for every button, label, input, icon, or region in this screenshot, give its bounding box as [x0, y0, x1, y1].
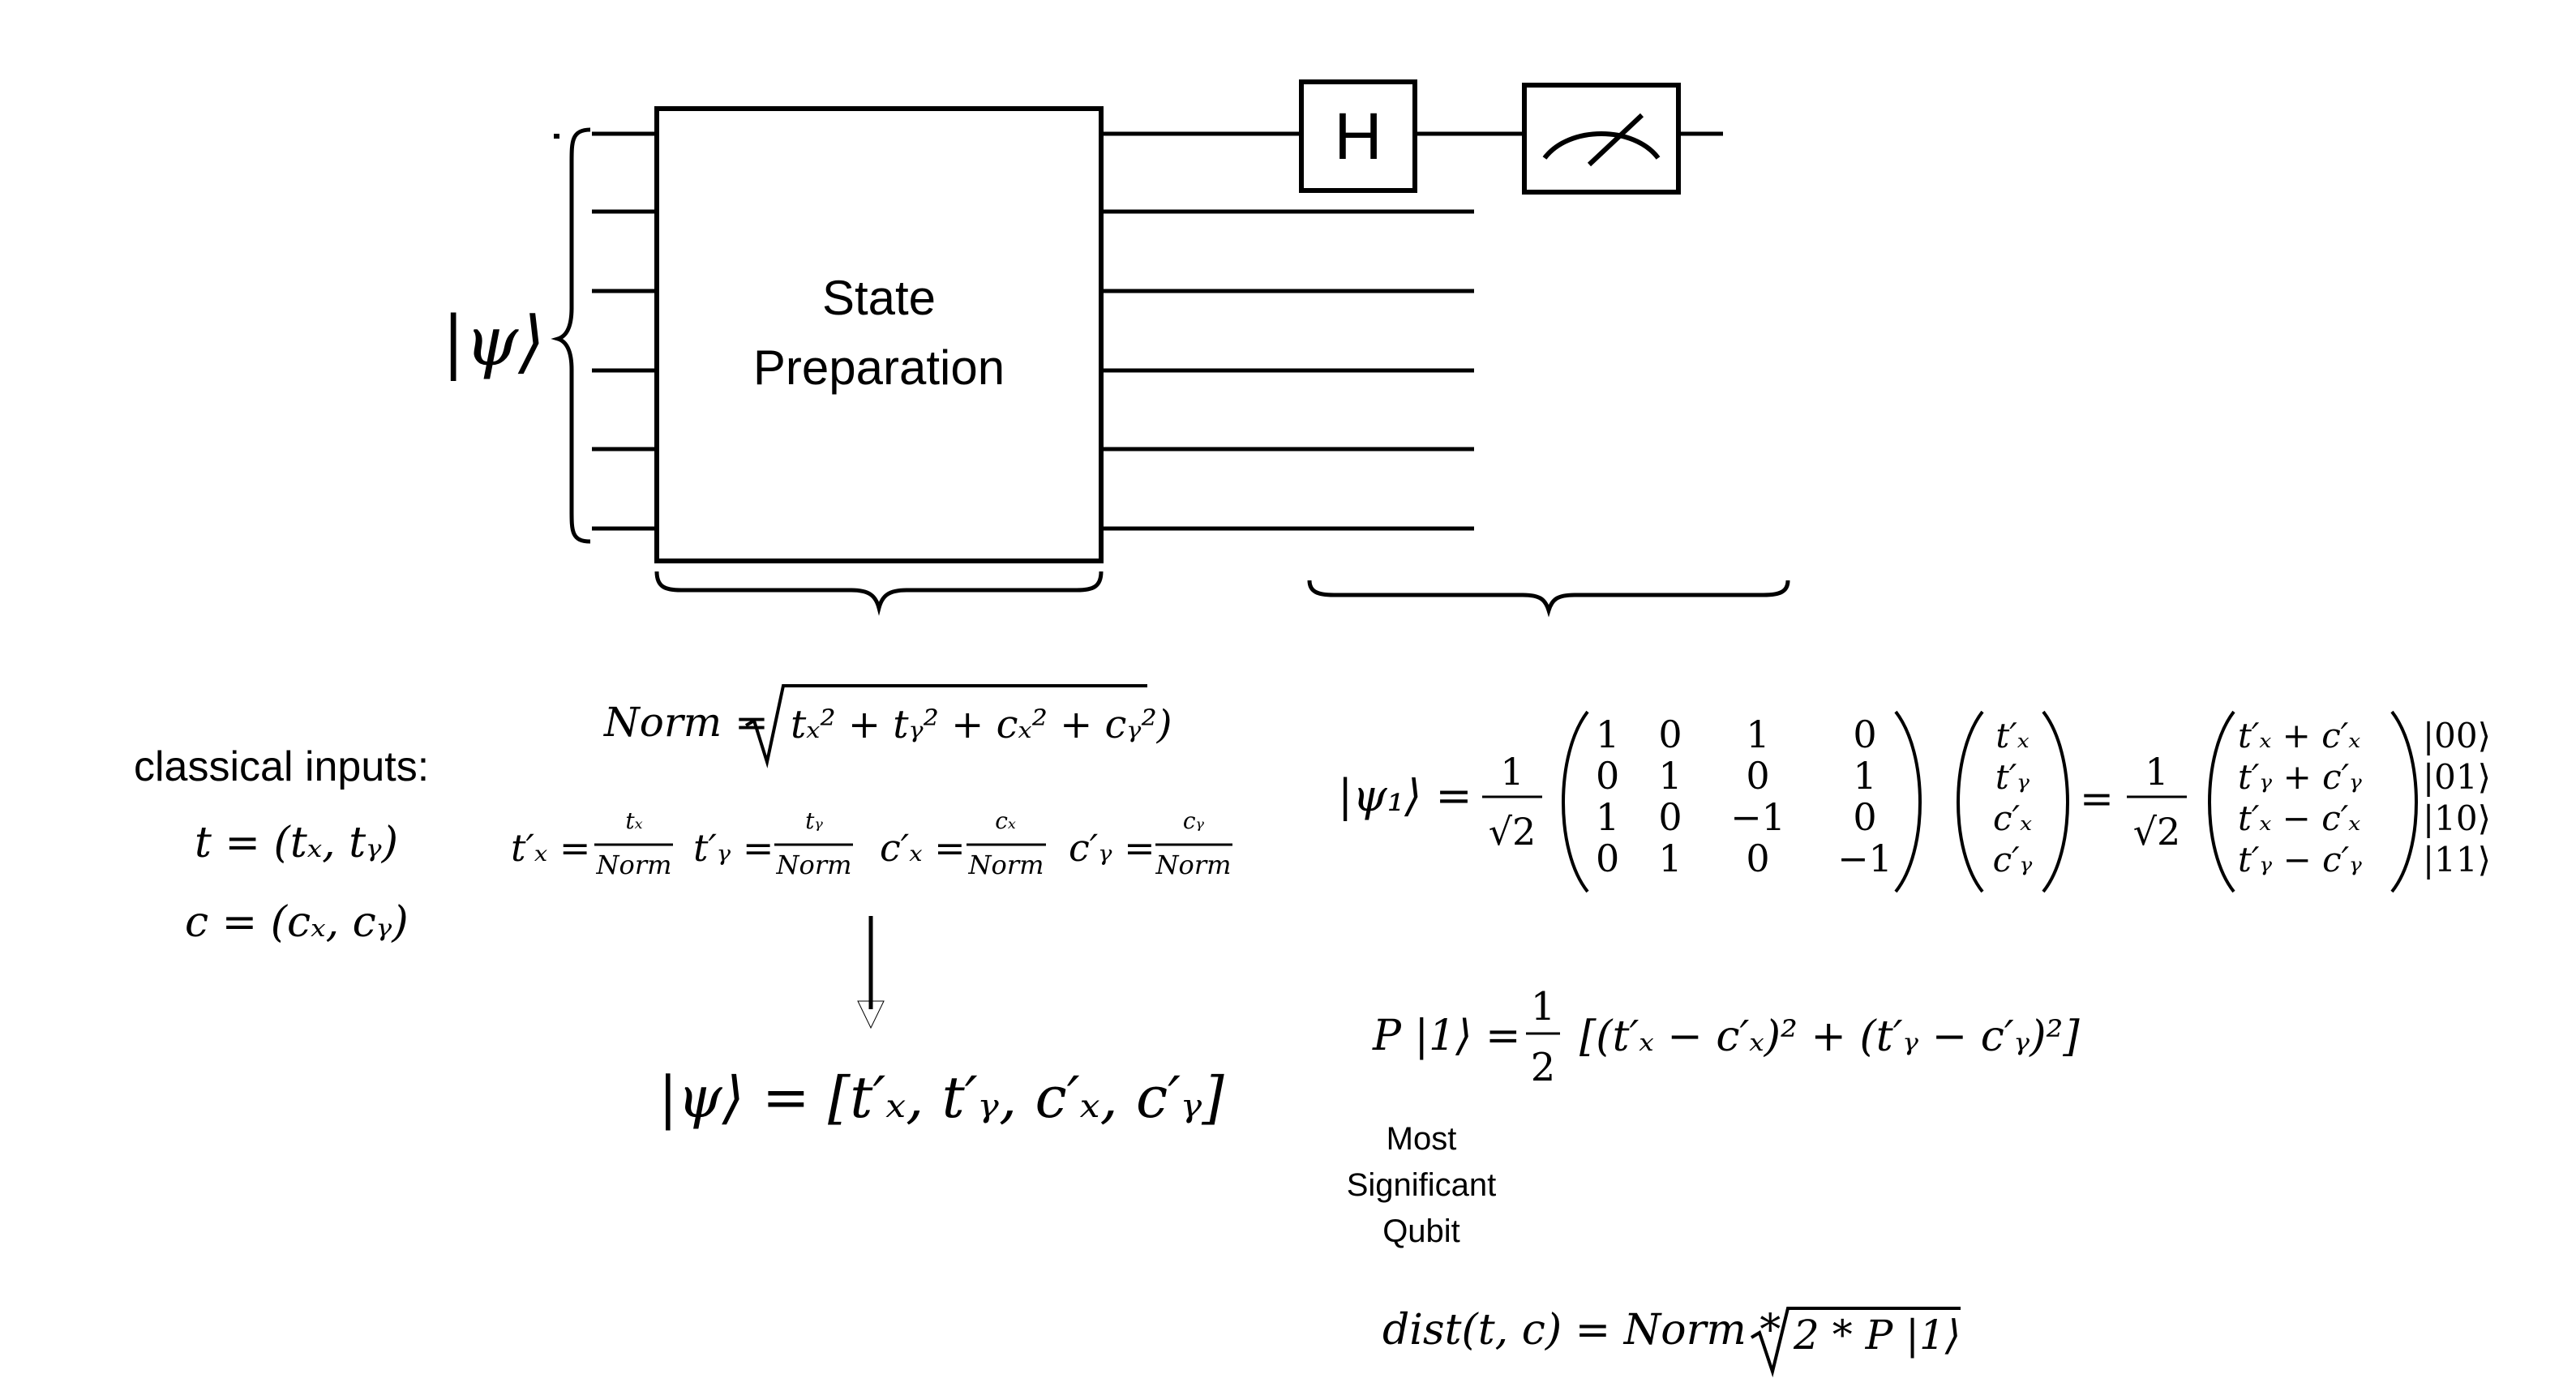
result-entry-0: t′ₓ + c′ₓ	[2238, 716, 2360, 755]
state-preparation-box	[654, 106, 1104, 563]
norm-radicand: tₓ² + tᵧ² + cₓ² + cᵧ²)	[791, 702, 1172, 747]
msq-line-1: Most	[1387, 1121, 1457, 1157]
state-ket-label: |ψ⟩	[442, 302, 545, 381]
distance-formula: dist(t, c) = Norm * 2 * P |1⟩	[1382, 1306, 1961, 1378]
matrix-cell-3-2: 0	[1746, 837, 1769, 880]
matrix-cell-2-1: 0	[1658, 795, 1682, 839]
state-preparation-label-2: Preparation	[753, 340, 1005, 395]
probability-equation: P |1⟩ = 1 2 [(t′ₓ − c′ₓ)² + (t′ᵧ − c′ᵧ)²…	[1372, 984, 2080, 1090]
matrix-cell-1-0: 0	[1596, 754, 1619, 798]
state-vector: t′ₓt′ᵧc′ₓc′ᵧ	[1993, 716, 2033, 880]
cy-numerator: cᵧ	[1183, 807, 1205, 834]
ty-denominator: Norm	[776, 850, 852, 880]
classical-inputs-heading: classical inputs:	[134, 743, 429, 790]
result-right-paren	[2390, 710, 2418, 893]
basis-ket-1: |01⟩	[2423, 757, 2491, 797]
cx-numerator: cₓ	[995, 807, 1016, 834]
norm-lhs: Norm =	[603, 699, 769, 746]
dist-lhs: dist(t, c) = Norm *	[1382, 1306, 1781, 1355]
prob-half-denominator: 2	[1531, 1045, 1556, 1090]
psi1-equals: =	[2080, 775, 2114, 822]
result-scale-numerator: 1	[2145, 750, 2168, 794]
hadamard-gate	[1299, 79, 1417, 193]
result-entry-3: t′ᵧ − c′ᵧ	[2238, 840, 2362, 880]
ty-numerator: tᵧ	[805, 807, 823, 834]
matrix-left-paren	[1562, 710, 1589, 893]
vector-entry-0: t′ₓ	[1995, 716, 2029, 755]
psi-vector-equation: |ψ⟩ = [t′ₓ, t′ᵧ, c′ₓ, c′ᵧ]	[658, 1064, 1224, 1131]
result-entry-1: t′ᵧ + c′ᵧ	[2238, 757, 2362, 797]
matrix-cell-1-3: 1	[1853, 754, 1876, 798]
matrix-cell-2-0: 1	[1596, 795, 1619, 839]
measurement-gate	[1522, 83, 1681, 195]
matrix-cell-2-3: 0	[1853, 795, 1876, 839]
vector-entry-1: t′ᵧ	[1995, 757, 2030, 797]
result-entry-2: t′ₓ − c′ₓ	[2238, 798, 2360, 838]
basis-ket-3: |11⟩	[2423, 840, 2491, 880]
output-under-brace	[1307, 580, 1790, 618]
t-definition: t = (tₓ, tᵧ)	[195, 819, 398, 867]
matrix-cell-0-0: 1	[1596, 713, 1619, 756]
input-wires	[592, 131, 657, 531]
matrix-cell-3-0: 0	[1596, 837, 1619, 880]
cx-denominator: Norm	[968, 850, 1044, 880]
matrix-cell-1-2: 0	[1746, 754, 1769, 798]
c-definition: c = (cₓ, cᵧ)	[185, 898, 409, 947]
matrix-cell-3-3: −1	[1837, 837, 1892, 880]
tx-numerator: tₓ	[625, 807, 642, 834]
psi1-scale-numerator: 1	[1500, 750, 1524, 794]
state-prep-under-brace	[654, 571, 1104, 616]
vector-entry-3: c′ᵧ	[1993, 840, 2033, 880]
matrix-cell-0-2: 1	[1746, 713, 1769, 756]
down-arrow-icon	[857, 916, 885, 1029]
dist-sqrt-sign	[1750, 1307, 1961, 1378]
prob-lhs: P |1⟩ =	[1372, 1012, 1521, 1060]
matrix-cell-0-3: 0	[1853, 713, 1876, 756]
vector-right-paren	[2042, 710, 2069, 893]
matrix-right-paren	[1894, 710, 1922, 893]
basis-ket-2: |10⟩	[2423, 798, 2491, 838]
matrix-cell-0-1: 0	[1658, 713, 1682, 756]
matrix-cell-2-2: −1	[1730, 795, 1785, 839]
cx-prime-lhs: c′ₓ =	[880, 826, 966, 870]
dist-radicand: 2 * P |1⟩	[1793, 1312, 1961, 1359]
cy-prime-lhs: c′ᵧ =	[1069, 826, 1155, 870]
norm-formula: Norm = tₓ² + tᵧ² + cₓ² + cᵧ²)	[603, 684, 1172, 768]
msq-line-2: Significant	[1347, 1167, 1497, 1203]
hadamard-gate-label: H	[1334, 100, 1382, 173]
most-significant-qubit-note: Most Significant Qubit	[1347, 1121, 1497, 1249]
msq-line-3: Qubit	[1382, 1213, 1460, 1249]
meter-icon	[1542, 113, 1661, 167]
vector-left-paren	[1957, 710, 1984, 893]
norm-sqrt-sign	[744, 684, 1147, 768]
result-scale-denominator: √2	[2133, 810, 2181, 854]
state-preparation-label-1: State	[822, 271, 936, 325]
result-left-paren	[2208, 710, 2235, 893]
result-vector: t′ₓ + c′ₓt′ᵧ + c′ᵧt′ₓ − c′ₓt′ᵧ − c′ᵧ	[2238, 716, 2362, 880]
psi1-scale-denominator: √2	[1489, 810, 1537, 854]
normalization-equations: t′ₓ = tₓ Norm t′ᵧ = tᵧ Norm c′ₓ = cₓ Nor…	[511, 807, 1232, 880]
prob-rhs: [(t′ₓ − c′ₓ)² + (t′ᵧ − c′ᵧ)²]	[1579, 1012, 2080, 1061]
classical-inputs: classical inputs: t = (tₓ, tᵧ) c = (cₓ, …	[134, 743, 429, 947]
cy-denominator: Norm	[1155, 850, 1232, 880]
prob-half-numerator: 1	[1531, 984, 1556, 1029]
matrix-cell-1-1: 1	[1658, 754, 1682, 798]
tx-denominator: Norm	[596, 850, 672, 880]
basis-ket-0: |00⟩	[2423, 716, 2491, 755]
vector-entry-2: c′ₓ	[1993, 798, 2032, 838]
psi1-lhs: |ψ₁⟩ =	[1338, 770, 1472, 821]
qubit-group-brace	[551, 127, 591, 544]
quantum-circuit: |ψ⟩ State Preparation	[442, 79, 1790, 618]
output-wires	[1101, 131, 1723, 531]
matrix-cell-3-1: 1	[1658, 837, 1682, 880]
basis-kets: |00⟩|01⟩|10⟩|11⟩	[2423, 716, 2491, 880]
tx-prime-lhs: t′ₓ =	[511, 826, 590, 870]
ty-prime-lhs: t′ᵧ =	[693, 826, 774, 870]
